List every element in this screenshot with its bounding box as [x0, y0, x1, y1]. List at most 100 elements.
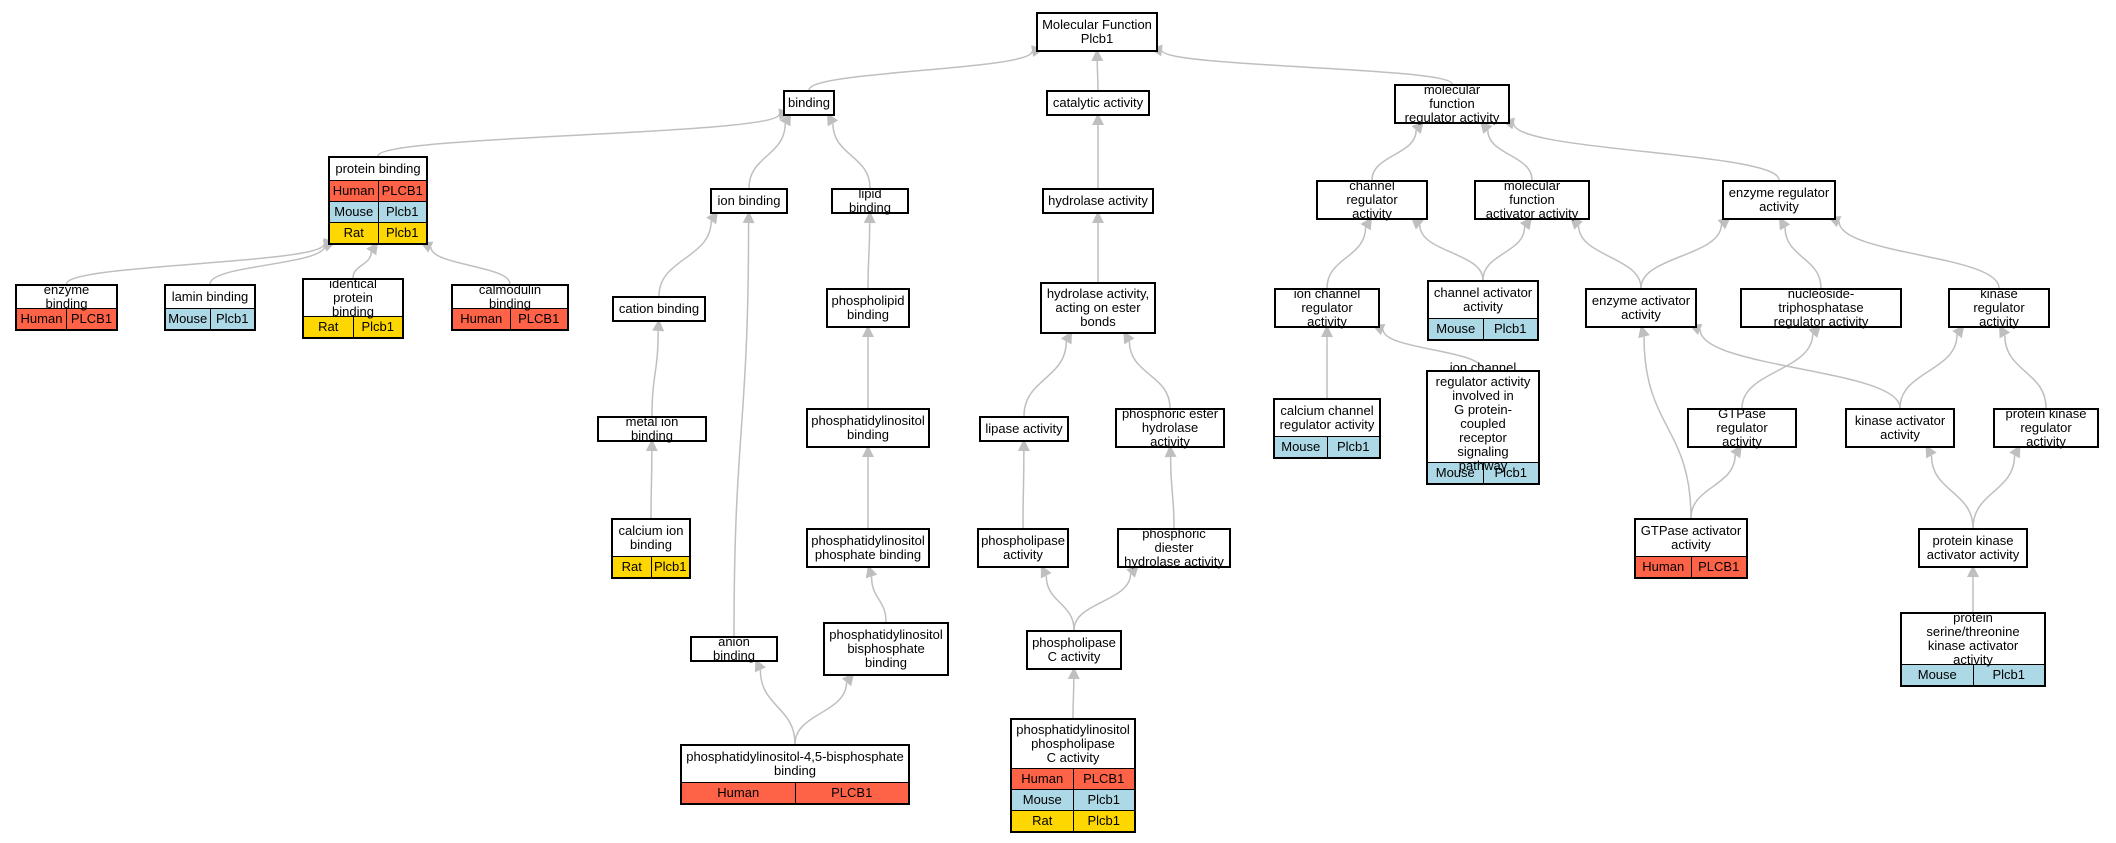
arrowhead: [645, 439, 658, 452]
node-label: ion binding: [717, 193, 781, 208]
edge-phosphoric_diester_hydrolase-to-phosphoric_ester_hydrolase: [1169, 456, 1175, 529]
species-label: Rat: [621, 559, 642, 574]
node-metal-ion-binding[interactable]: metal ion binding: [597, 415, 707, 443]
node-cation-binding[interactable]: cation binding: [612, 296, 706, 322]
node-label: lipid binding: [849, 186, 891, 215]
arrowhead: [863, 211, 876, 224]
edge-enzyme_activator-to-mf_activator: [1577, 225, 1642, 289]
edge-phospholipase_activity-to-lipase_activity: [1022, 450, 1025, 529]
edge-calmodulin_binding-to-protein_binding: [430, 246, 511, 285]
species-label: Human: [460, 311, 503, 326]
arrowhead: [1123, 331, 1135, 345]
node-label: lamin binding: [171, 289, 249, 304]
arrowhead: [1952, 325, 1965, 339]
node-anion-binding[interactable]: anion binding: [690, 635, 778, 663]
edge-phospholipid_binding-to-lipid_binding: [867, 222, 871, 289]
edge-gtpase_activator-to-enzyme_activator: [1643, 336, 1692, 519]
edge-kinase_regulator-to-enzyme_regulator: [1838, 221, 2000, 289]
node-lipase-activity[interactable]: lipase activity: [979, 416, 1069, 442]
edge-channel_activator-to-mf_activator: [1482, 226, 1526, 281]
arrowhead: [862, 325, 874, 337]
node-lipid-binding[interactable]: lipid binding: [831, 186, 909, 215]
species-label: Rat: [1032, 813, 1053, 828]
node-catalytic-activity[interactable]: catalytic activity: [1046, 90, 1150, 116]
edge-lipid_binding-to-binding: [832, 123, 871, 189]
arrowhead: [1321, 325, 1333, 337]
species-label: Human: [717, 785, 760, 800]
edge-pip45_binding-to-anion_binding: [759, 669, 796, 745]
node-ion-binding[interactable]: ion binding: [710, 188, 788, 214]
arrowhead: [1164, 445, 1177, 458]
edge-gtpase_regulator-to-ntpase_regulator: [1741, 333, 1814, 409]
arrowhead: [1519, 217, 1532, 231]
arrowhead: [1410, 217, 1424, 230]
species-label: Rat: [343, 225, 364, 240]
node-label: enzyme binding: [43, 282, 90, 311]
species-label: Mouse: [1281, 439, 1321, 454]
edge-ion_channel_regulator-to-channel_regulator: [1326, 227, 1367, 289]
edge-mf_activator-to-mf_regulator: [1487, 130, 1533, 181]
arrowhead: [1779, 217, 1791, 231]
gene-label: Plcb1: [1072, 790, 1135, 810]
species-label: Rat: [318, 319, 339, 334]
gene-label: PLCB1: [1690, 557, 1747, 577]
arrowhead: [2009, 445, 2021, 459]
node-binding[interactable]: binding: [783, 90, 835, 116]
arrowhead: [1061, 331, 1073, 345]
node-hydrolase-activity[interactable]: hydrolase activity: [1042, 188, 1154, 214]
node-label: catalytic activity: [1052, 95, 1144, 110]
arrowhead: [862, 445, 874, 457]
edge-protein_kinase_activator-to-kinase_activator: [1930, 455, 1974, 529]
